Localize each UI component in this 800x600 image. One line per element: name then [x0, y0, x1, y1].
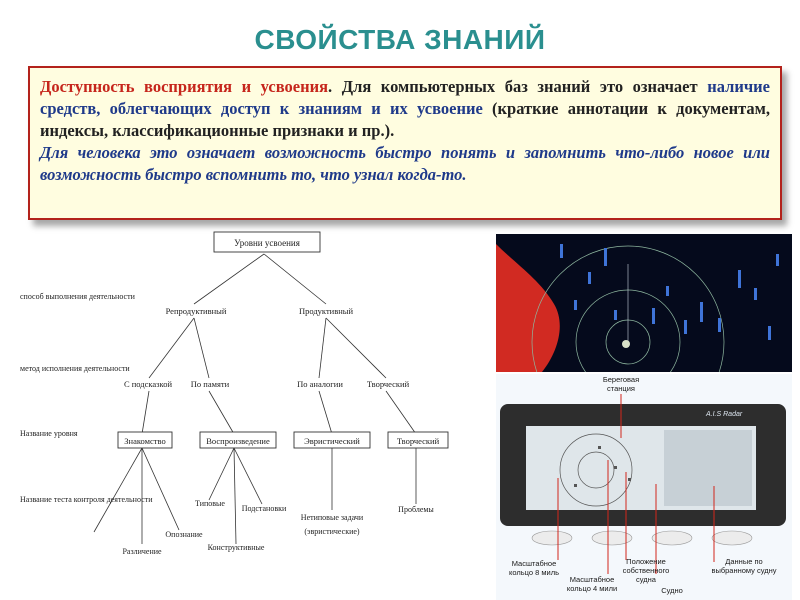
edge [93, 447, 143, 533]
test-problems: Проблемы [398, 505, 434, 514]
tree-node-heuristic: Эвристический [304, 436, 360, 446]
callout-ring-8-miles-line1: Масштабное [512, 559, 557, 568]
definition-box: Доступность восприятия и усвоения. Для к… [28, 66, 782, 220]
edge [318, 390, 333, 435]
edge-root-productive [263, 253, 327, 305]
edge [318, 317, 327, 379]
edge [233, 447, 237, 545]
assimilation-tree-diagram: способ выполнения деятельности метод исп… [20, 231, 449, 556]
definition-text-2: (краткие аннотации к документам, индексы… [40, 99, 770, 140]
edge [193, 317, 210, 379]
edge [208, 447, 235, 501]
row-label-method-of-execution: метод исполнения деятельности [20, 364, 130, 373]
callout-vessel-data-line2: выбранному судну [711, 566, 776, 575]
ais-radar-device: A.I.S Radar Береговая станция Масштабное… [496, 374, 792, 600]
callout-coast-station-line2: станция [607, 384, 635, 393]
callout-coast-station-line1: Береговая [603, 375, 639, 384]
definition-term: Доступность восприятия и усвоения [40, 77, 329, 96]
test-typical: Типовые [195, 499, 225, 508]
callout-vessel: Судно [661, 586, 683, 595]
test-distinction: Различение [122, 547, 162, 556]
tree-node-from-memory: По памяти [191, 379, 230, 389]
callout-own-ship-line2: собственного [623, 566, 670, 575]
definition-human-text: Для человека это означает возможность бы… [40, 143, 770, 184]
test-heuristic-note: (эвристические) [304, 527, 360, 536]
slide-title: СВОЙСТВА ЗНАНИЙ [254, 24, 546, 55]
edge [148, 317, 195, 379]
edge-root-reproductive [193, 253, 265, 305]
definition-text-1: . Для компьютерных баз знаний это означа… [328, 77, 698, 96]
edge [325, 317, 387, 379]
tree-node-with-hint: С подсказкой [124, 379, 173, 389]
tree-node-creative-level: Творческий [397, 436, 440, 446]
radar-screen-image [496, 234, 792, 372]
tree-node-acquaintance: Знакомство [124, 436, 165, 446]
callout-ring-8-miles-line2: кольцо 8 миль [509, 568, 559, 577]
tree-node-by-analogy: По аналогии [297, 379, 343, 389]
tree-node-creative-method: Творческий [367, 379, 410, 389]
tree-node-reproduction: Воспроизведение [206, 436, 270, 446]
callout-own-ship-line1: Положение [626, 557, 666, 566]
callout-ring-4-miles-line2: кольцо 4 мили [567, 584, 617, 593]
device-brand: A.I.S Radar [705, 411, 743, 418]
definition-blue-phrase: наличие средств, облегчающих доступ к зн… [40, 77, 770, 118]
callout-ring-4-miles-line1: Масштабное [570, 575, 615, 584]
edge [141, 390, 150, 435]
tree-node-productive: Продуктивный [299, 306, 354, 316]
callout-own-ship-line3: судна [636, 575, 657, 584]
row-label-test-type: Название теста контроля деятельности [20, 495, 153, 504]
test-substitution: Подстановки [242, 504, 287, 513]
test-constructive: Конструктивные [208, 543, 265, 552]
tree-root-node: Уровни усвоения [234, 238, 300, 248]
edge [141, 447, 180, 531]
row-label-method-of-activity: способ выполнения деятельности [20, 292, 136, 301]
definition-paragraph: Доступность восприятия и усвоения. Для к… [40, 76, 770, 142]
test-recognition: Опознание [165, 530, 203, 539]
edge [208, 390, 235, 435]
tree-node-reproductive: Репродуктивный [166, 306, 227, 316]
row-label-level-name: Название уровня [20, 429, 78, 438]
edge [385, 390, 417, 435]
edge [233, 447, 263, 505]
callout-vessel-data-line1: Данные по [725, 557, 762, 566]
test-nontypical-tasks: Нетиповые задачи [301, 513, 364, 522]
